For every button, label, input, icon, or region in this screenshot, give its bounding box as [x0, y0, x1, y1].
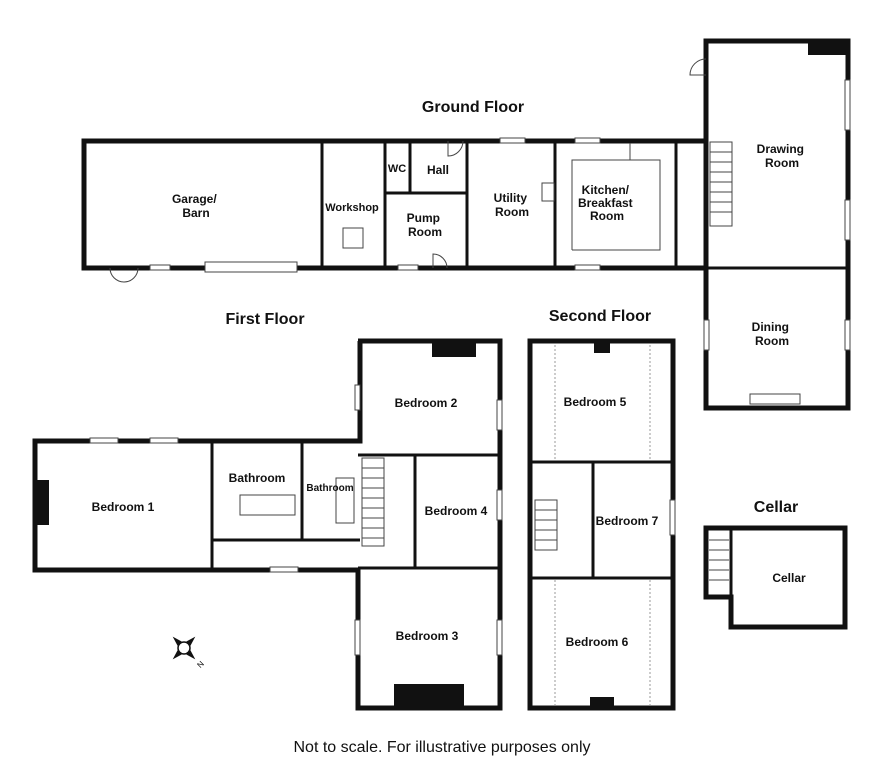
chimney	[590, 697, 614, 708]
cellar-floor: Cellar Cellar	[703, 499, 848, 630]
room-label-bedroom4: Bedroom 4	[425, 504, 488, 518]
window	[496, 399, 503, 431]
compass-north-label: N	[195, 659, 206, 670]
fireplace-hearth	[749, 393, 801, 405]
staircase	[534, 499, 558, 551]
compass-icon: N	[172, 636, 206, 670]
room-label-bedroom5: Bedroom 5	[564, 395, 627, 409]
door	[447, 140, 464, 157]
room-label-drawing: Drawing Room	[757, 142, 808, 170]
window	[844, 319, 851, 351]
door	[109, 267, 139, 283]
window	[354, 384, 361, 411]
staircase	[709, 539, 729, 581]
ground-floor: Ground Floor	[81, 38, 851, 411]
fireplace	[35, 480, 49, 525]
window	[574, 264, 601, 271]
fireplace	[808, 41, 848, 55]
first-floor: First Floor Bedroom 1 Bathroom Bathroom …	[32, 311, 503, 711]
window	[844, 199, 851, 241]
window	[496, 619, 503, 656]
room-label-bathroom2: Bathroom	[306, 483, 353, 494]
garage-door	[204, 261, 298, 273]
room-label-bedroom7: Bedroom 7	[596, 514, 659, 528]
fireplace	[394, 684, 464, 708]
door	[689, 58, 707, 76]
ground-floor-title: Ground Floor	[422, 99, 524, 116]
room-label-workshop: Workshop	[325, 202, 379, 214]
room-label-cellar: Cellar	[772, 571, 806, 585]
room-label-wc: WC	[388, 163, 406, 175]
window	[149, 437, 179, 444]
room-label-kitchen: Kitchen/ Breakfast Room	[578, 183, 636, 223]
fireplace	[432, 341, 476, 357]
cellar-outline	[703, 525, 848, 630]
room-label-utility: Utility Room	[494, 191, 531, 219]
window	[844, 79, 851, 131]
staircase	[361, 457, 385, 547]
window	[269, 566, 299, 573]
window	[354, 619, 361, 656]
room-label-dining: Dining Room	[752, 320, 793, 348]
room-label-bedroom2: Bedroom 2	[395, 396, 458, 410]
room-label-garage: Garage/ Barn	[172, 192, 220, 220]
bath	[335, 477, 355, 524]
window	[149, 264, 171, 271]
stairs-small	[541, 182, 555, 202]
first-floor-title: First Floor	[225, 311, 304, 328]
window	[669, 499, 676, 536]
second-floor: Second Floor Bedroom 5 Bedroom 7 Bedroom…	[527, 308, 676, 711]
staircase	[709, 141, 733, 227]
room-label-pump: Pump Room	[407, 211, 444, 239]
room-label-bedroom3: Bedroom 3	[396, 629, 459, 643]
door	[432, 253, 448, 269]
window	[703, 319, 710, 351]
room-label-bathroom1: Bathroom	[229, 471, 286, 485]
room-label-bedroom1: Bedroom 1	[92, 500, 155, 514]
bath	[239, 494, 296, 516]
second-floor-title: Second Floor	[549, 308, 651, 325]
workshop-fixture	[342, 227, 364, 249]
window	[496, 489, 503, 521]
window	[397, 264, 419, 271]
kitchen-units	[571, 143, 661, 251]
cellar-title: Cellar	[754, 499, 798, 516]
chimney	[594, 341, 610, 353]
window	[89, 437, 119, 444]
drawing-dining-outline	[703, 38, 851, 411]
window	[499, 137, 526, 144]
window	[574, 137, 601, 144]
room-label-hall: Hall	[427, 163, 449, 177]
footer-disclaimer: Not to scale. For illustrative purposes …	[293, 739, 590, 756]
room-label-bedroom6: Bedroom 6	[566, 635, 629, 649]
